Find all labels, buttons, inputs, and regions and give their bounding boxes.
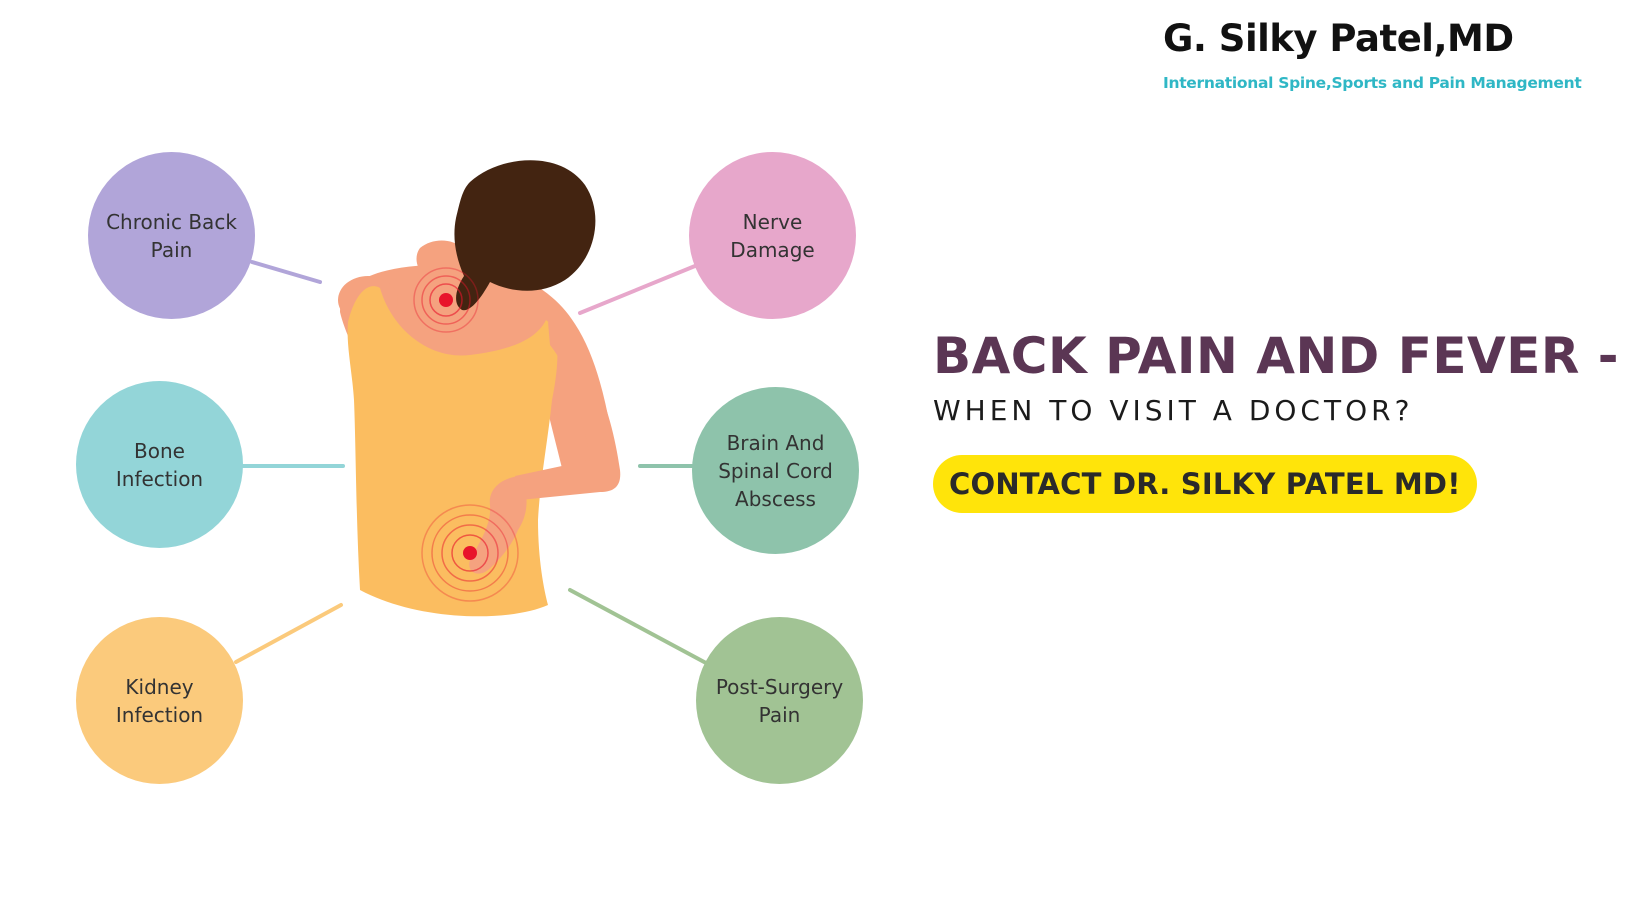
- connector-post-surgery-pain: [568, 588, 708, 665]
- brand-name: G. Silky Patel,MD: [1163, 17, 1514, 60]
- condition-spinal-cord-abscess: Brain And Spinal Cord Abscess: [692, 387, 859, 554]
- lower-back-pain-marker: [421, 504, 519, 602]
- condition-kidney-infection: Kidney Infection: [76, 617, 243, 784]
- condition-bone-infection: Bone Infection: [76, 381, 243, 548]
- right-arm: [515, 322, 621, 500]
- brand-header: G. Silky Patel,MD International Spine,Sp…: [1163, 16, 1623, 92]
- lower-back-hand: [469, 476, 527, 574]
- headline: BACK PAIN AND FEVER - WHEN TO VISIT A DO…: [933, 325, 1619, 429]
- neck-hand: [416, 240, 467, 284]
- condition-label: Post-Surgery Pain: [715, 674, 844, 727]
- headline-sub: WHEN TO VISIT A DOCTOR?: [933, 394, 1414, 427]
- back-pain-illustration: [234, 160, 708, 665]
- connector-chronic-back-pain: [250, 260, 322, 284]
- condition-chronic-back-pain: Chronic Back Pain: [88, 152, 255, 319]
- woman-figure: [338, 160, 621, 617]
- headline-main: BACK PAIN AND FEVER -: [933, 327, 1620, 385]
- condition-label: Bone Infection: [115, 438, 204, 491]
- condition-label: Chronic Back Pain: [106, 209, 237, 262]
- connector-kidney-infection: [234, 603, 343, 664]
- condition-nerve-damage: Nerve Damage: [689, 152, 856, 319]
- condition-label: Kidney Infection: [115, 674, 204, 727]
- hair: [454, 160, 596, 311]
- contact-button[interactable]: CONTACT DR. SILKY PATEL MD!: [933, 455, 1477, 513]
- brand-tagline: International Spine,Sports and Pain Mana…: [1163, 74, 1582, 92]
- connector-nerve-damage: [578, 264, 697, 315]
- condition-post-surgery-pain: Post-Surgery Pain: [696, 617, 863, 784]
- condition-label: Nerve Damage: [730, 209, 815, 262]
- neck-pain-marker: [413, 267, 479, 333]
- contact-button-label: CONTACT DR. SILKY PATEL MD!: [949, 467, 1461, 501]
- condition-label: Brain And Spinal Cord Abscess: [718, 430, 833, 511]
